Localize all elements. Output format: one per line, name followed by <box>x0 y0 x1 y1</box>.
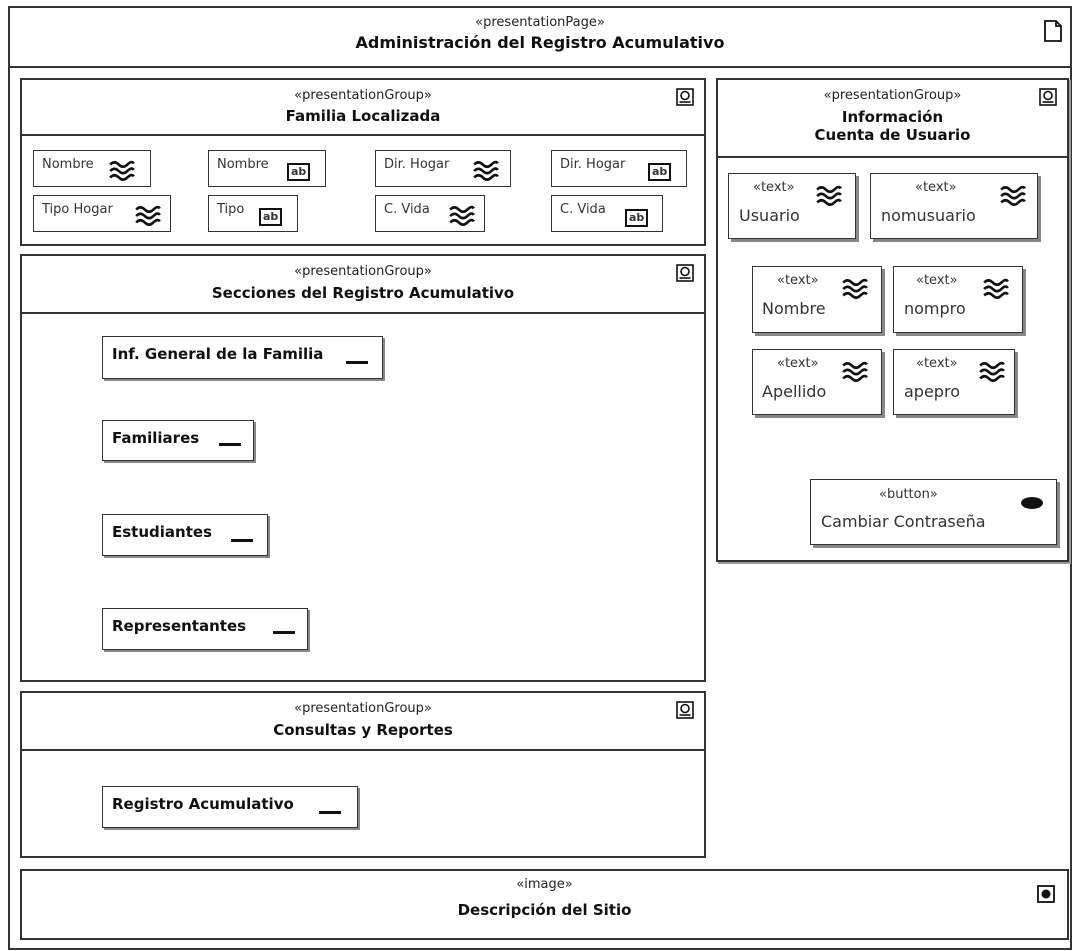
field-tipo-hogar-wave[interactable]: Tipo Hogar <box>33 195 171 232</box>
multiline-icon <box>978 360 1006 384</box>
field-label: C. Vida <box>560 202 606 217</box>
text-label: nomusuario <box>881 206 976 225</box>
link-label: Inf. General de la Familia <box>112 345 324 363</box>
button-icon <box>1021 497 1043 509</box>
textbox-icon: ab <box>648 163 672 181</box>
group-header: «presentationGroup» Información Cuenta d… <box>718 80 1067 158</box>
link-inf-general-familia[interactable]: Inf. General de la Familia <box>102 336 383 379</box>
page-icon <box>1044 20 1062 42</box>
text-label: apepro <box>904 382 960 401</box>
link-icon <box>273 631 295 634</box>
image-title: Descripción del Sitio <box>457 901 632 919</box>
multiline-icon <box>108 159 136 183</box>
multiline-icon <box>134 204 162 228</box>
link-label: Familiares <box>112 429 200 447</box>
text-nomusuario[interactable]: «text» nomusuario <box>870 173 1038 239</box>
link-icon <box>319 811 341 814</box>
group-title: Consultas y Reportes <box>273 721 453 739</box>
group-stereotype: «presentationGroup» <box>294 88 432 103</box>
text-apellido[interactable]: «text» Apellido <box>752 349 882 415</box>
field-c-vida-wave[interactable]: C. Vida <box>375 195 485 232</box>
field-dir-hogar-wave[interactable]: Dir. Hogar <box>375 150 511 187</box>
button-label: Cambiar Contraseña <box>821 512 986 531</box>
text-stereotype: «text» <box>916 273 958 288</box>
text-apepro[interactable]: «text» apepro <box>893 349 1015 415</box>
link-representantes[interactable]: Representantes <box>102 608 308 650</box>
field-label: Dir. Hogar <box>384 157 450 172</box>
multiline-icon <box>448 204 476 228</box>
field-label: Nombre <box>42 157 94 172</box>
text-stereotype: «text» <box>753 180 795 195</box>
link-label: Registro Acumulativo <box>112 795 294 813</box>
image-stereotype: «image» <box>516 877 573 892</box>
field-tipo-textbox[interactable]: Tipo ab <box>208 195 298 232</box>
textbox-icon: ab <box>625 209 649 227</box>
text-stereotype: «text» <box>916 356 958 371</box>
group-header: «presentationGroup» Consultas y Reportes <box>22 693 704 751</box>
multiline-icon <box>982 277 1010 301</box>
field-c-vida-textbox[interactable]: C. Vida ab <box>551 195 663 232</box>
page-header: «presentationPage» Administración del Re… <box>10 8 1070 68</box>
group-stereotype: «presentationGroup» <box>823 88 962 103</box>
link-label: Representantes <box>112 617 247 635</box>
link-icon <box>219 443 241 446</box>
textbox-icon: ab <box>259 208 283 226</box>
text-stereotype: «text» <box>915 180 957 195</box>
cambiar-contrasena-button[interactable]: «button» Cambiar Contraseña <box>810 479 1057 545</box>
field-dir-hogar-textbox[interactable]: Dir. Hogar ab <box>551 150 687 187</box>
group-title-line2: Cuenta de Usuario <box>814 126 971 144</box>
textbox-icon: ab <box>287 163 311 181</box>
page-stereotype: «presentationPage» <box>475 15 605 30</box>
group-title: Secciones del Registro Acumulativo <box>211 284 515 302</box>
field-nombre-wave[interactable]: Nombre <box>33 150 151 187</box>
field-label: Nombre <box>217 157 269 172</box>
multiline-icon <box>472 159 500 183</box>
group-icon <box>1039 88 1057 106</box>
button-stereotype: «button» <box>879 487 938 502</box>
link-icon <box>231 539 253 542</box>
text-label: Usuario <box>739 206 800 225</box>
field-label: Tipo Hogar <box>42 202 113 217</box>
group-consultas-reportes: «presentationGroup» Consultas y Reportes <box>20 691 706 858</box>
field-label: Dir. Hogar <box>560 157 626 172</box>
group-icon <box>676 88 694 106</box>
group-title-line1: Información <box>841 108 944 126</box>
text-stereotype: «text» <box>777 273 819 288</box>
link-registro-acumulativo[interactable]: Registro Acumulativo <box>102 786 358 828</box>
image-descripcion-sitio: «image» Descripción del Sitio <box>20 869 1069 940</box>
text-label: Nombre <box>762 299 826 318</box>
image-icon <box>1037 885 1055 903</box>
link-estudiantes[interactable]: Estudiantes <box>102 514 268 556</box>
field-label: C. Vida <box>384 202 430 217</box>
group-title: Familia Localizada <box>285 107 441 125</box>
multiline-icon <box>841 360 869 384</box>
field-label: Tipo <box>217 202 245 217</box>
text-nombre[interactable]: «text» Nombre <box>752 266 882 333</box>
text-usuario[interactable]: «text» Usuario <box>728 173 856 239</box>
text-label: Apellido <box>762 382 827 401</box>
group-icon <box>676 701 694 719</box>
group-header: «presentationGroup» Secciones del Regist… <box>22 256 704 314</box>
multiline-icon <box>841 277 869 301</box>
group-header: «presentationGroup» Familia Localizada <box>22 80 704 136</box>
link-familiares[interactable]: Familiares <box>102 420 254 461</box>
field-nombre-textbox[interactable]: Nombre ab <box>208 150 326 187</box>
page-title: Administración del Registro Acumulativo <box>355 33 725 52</box>
group-icon <box>676 264 694 282</box>
link-icon <box>346 361 368 364</box>
group-stereotype: «presentationGroup» <box>294 264 432 279</box>
group-stereotype: «presentationGroup» <box>294 701 432 716</box>
multiline-icon <box>815 184 843 208</box>
text-label: nompro <box>904 299 966 318</box>
text-stereotype: «text» <box>777 356 819 371</box>
text-nompro[interactable]: «text» nompro <box>893 266 1023 333</box>
multiline-icon <box>999 184 1027 208</box>
link-label: Estudiantes <box>112 523 212 541</box>
